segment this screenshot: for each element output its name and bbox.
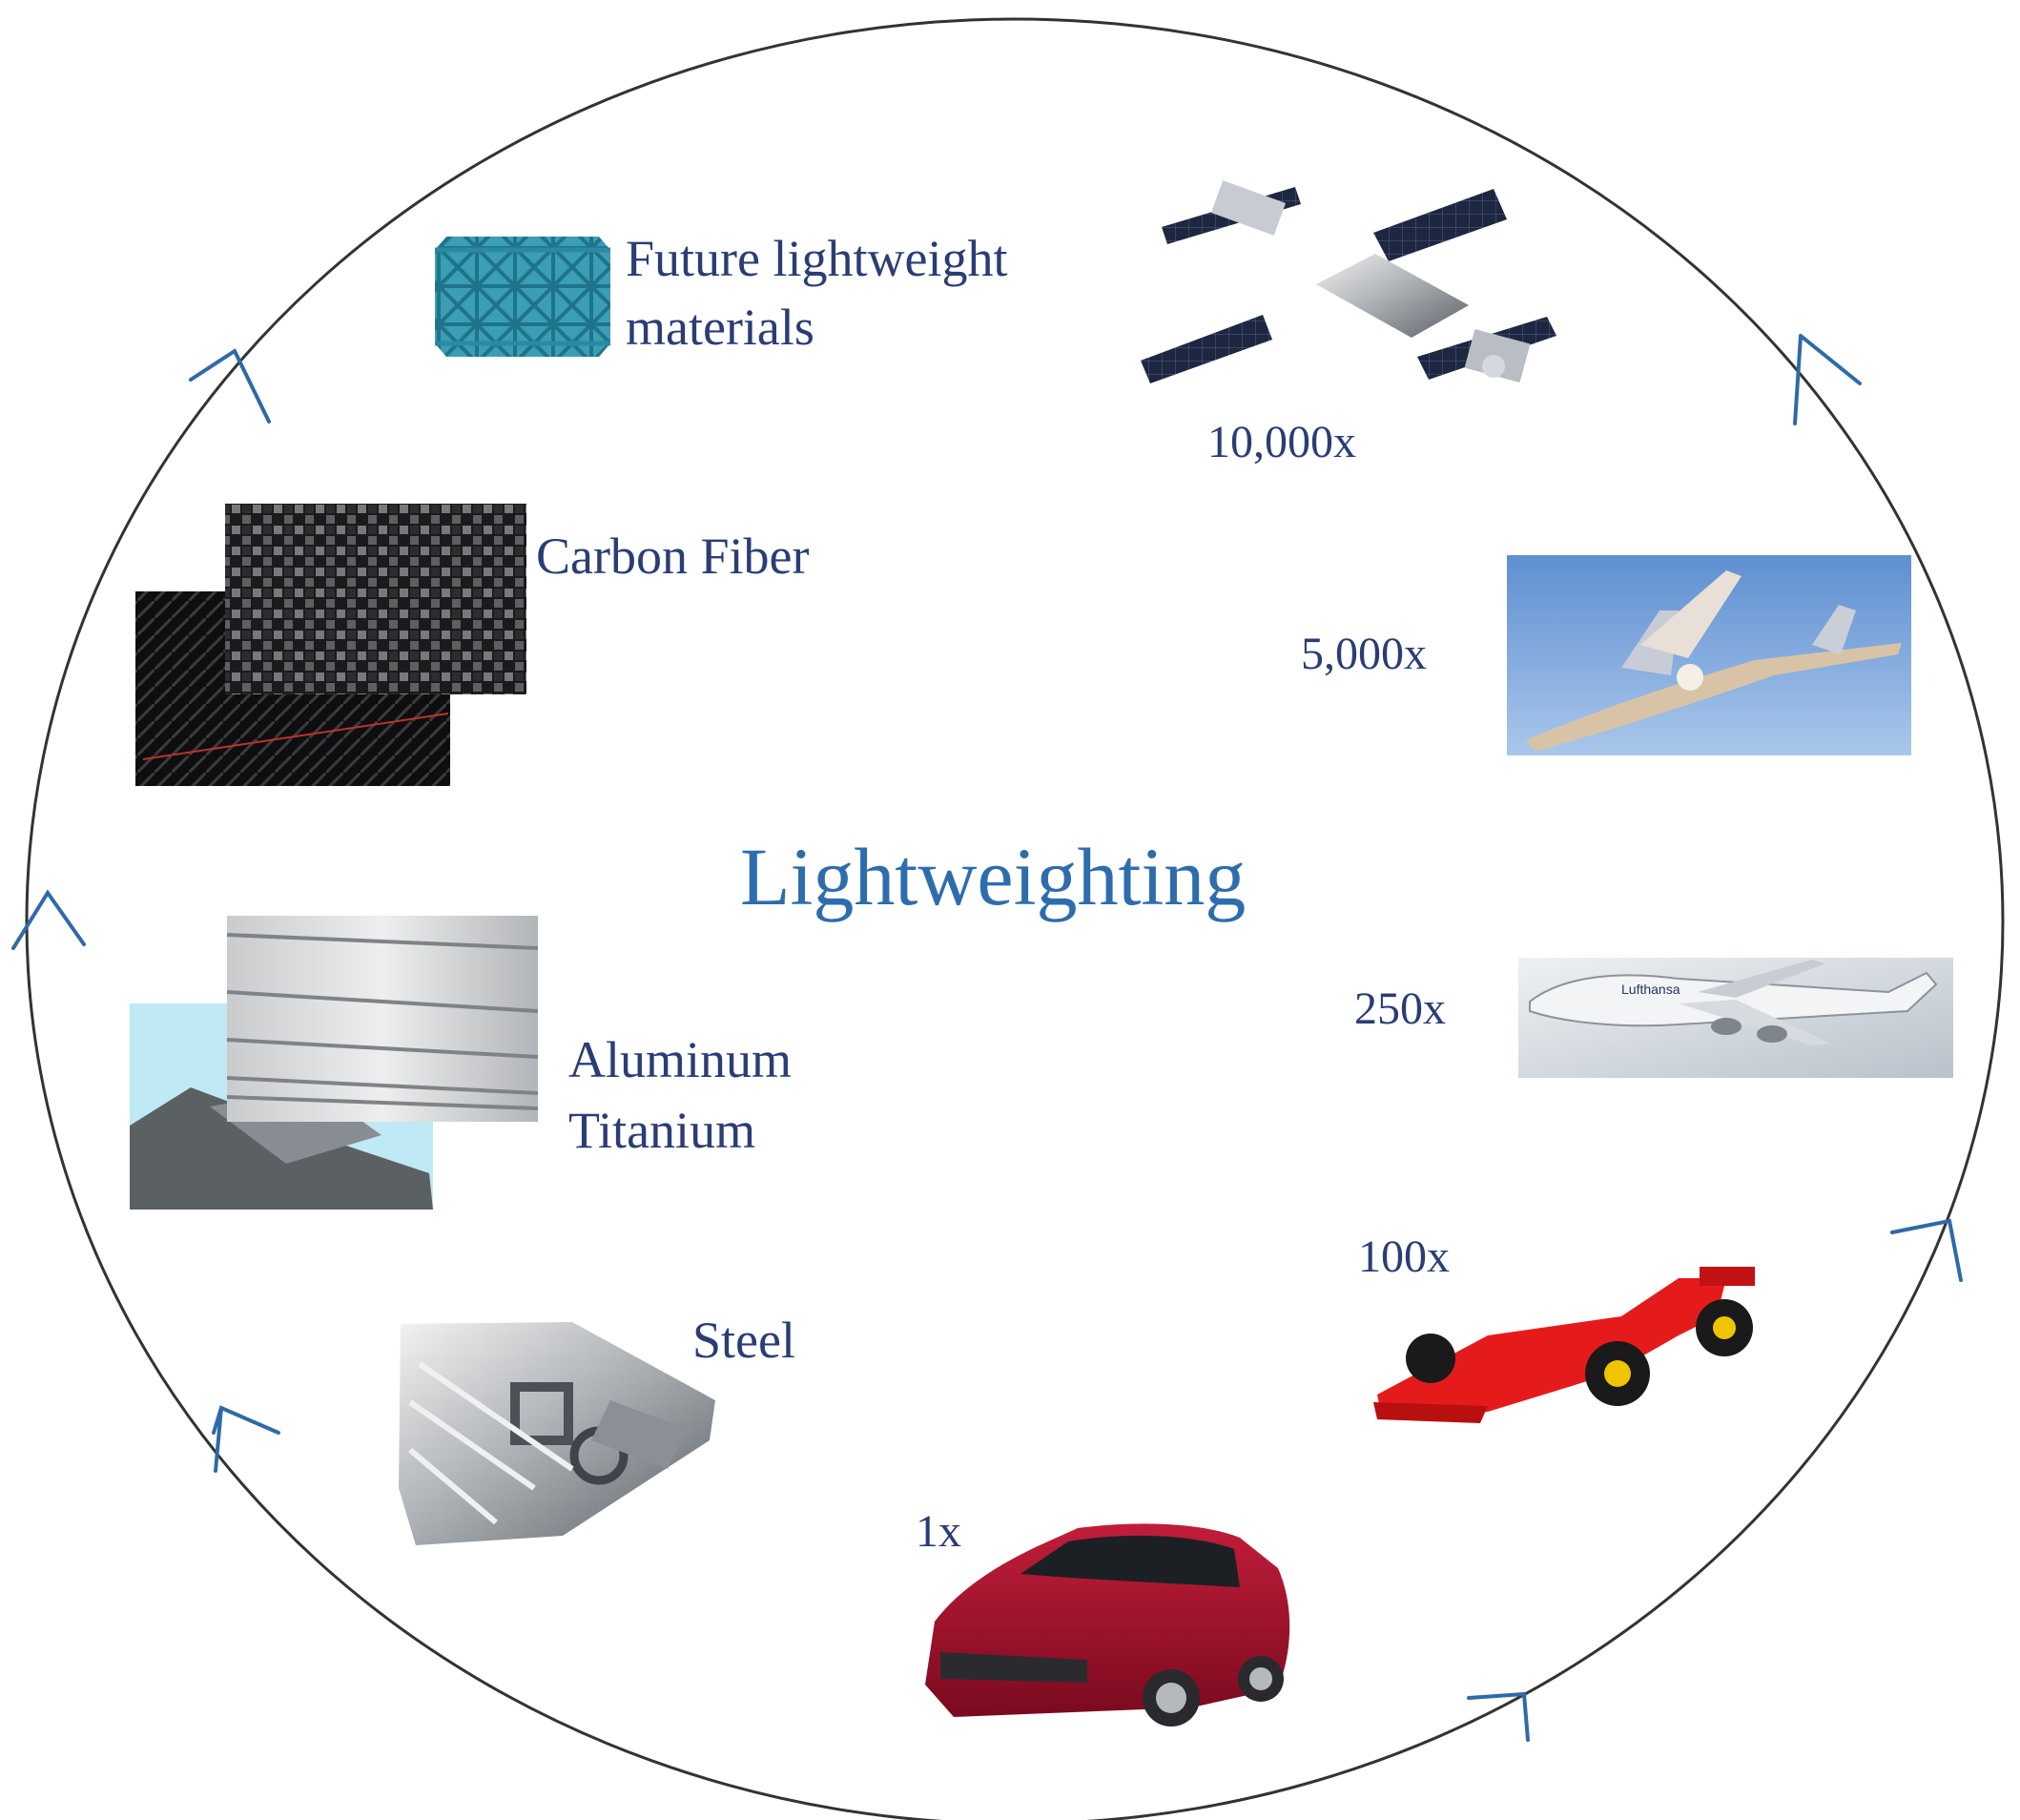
arrow-bottom-left-b (214, 1406, 223, 1473)
cycle-circle (25, 17, 2005, 1820)
steel-profiles-icon (399, 1322, 715, 1545)
aluminum-label: Aluminum (568, 1031, 793, 1088)
carbon-fiber-label: Carbon Fiber (536, 527, 810, 585)
lattice-icon (435, 237, 610, 357)
multiplier-space-station: 10,000x (1207, 417, 1356, 467)
airliner-icon: Lufthansa (1518, 958, 1953, 1078)
arrow-bottom (1467, 1691, 1530, 1742)
race-car-icon (1373, 1267, 1755, 1423)
spaceplane-icon (1507, 555, 1911, 755)
metal-sheets-icon (130, 916, 539, 1210)
arrow-bottom-left (212, 1405, 280, 1435)
cycle-arrows (11, 334, 1963, 1742)
space-station-icon (1141, 180, 1556, 383)
carbon-fiber-icon (135, 504, 526, 786)
arrow-bottom-right (1890, 1218, 1963, 1282)
steel-label: Steel (692, 1312, 795, 1369)
arrow-right (1793, 334, 1862, 425)
multiplier-spaceplane: 5,000x (1301, 629, 1427, 679)
multiplier-race-car: 100x (1358, 1231, 1450, 1282)
multiplier-airliner: 250x (1354, 983, 1446, 1034)
sedan-icon (925, 1523, 1290, 1727)
arrow-left (11, 889, 86, 950)
titanium-label: Titanium (568, 1102, 756, 1159)
arrow-top-left (189, 348, 271, 424)
future-materials-label-line1: Future lightweight (626, 230, 1008, 287)
multiplier-sedan: 1x (916, 1506, 961, 1557)
diagram-title: Lightweighting (740, 831, 1247, 922)
future-materials-label-line2: materials (626, 299, 814, 356)
svg-text:Lufthansa: Lufthansa (1621, 982, 1680, 997)
